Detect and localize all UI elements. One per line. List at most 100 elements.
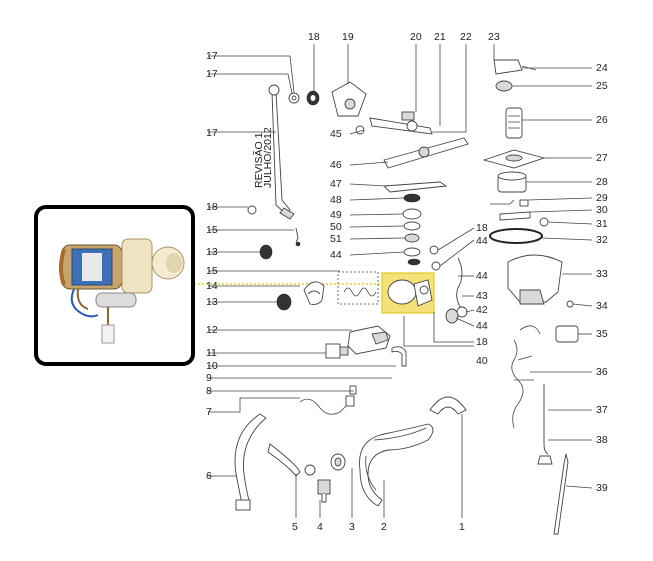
hose-clamp-part	[288, 92, 300, 104]
small-hose-part	[391, 346, 407, 367]
callout-44c: 44	[330, 249, 342, 261]
callout-24t: 21	[434, 31, 446, 43]
callout-8l: 8	[206, 385, 212, 397]
callout-2b: 2	[381, 521, 387, 533]
inlet-fitting-part	[493, 59, 537, 92]
callout-10l: 10	[206, 360, 218, 372]
callout-11l: 11	[206, 347, 217, 359]
revision-line-2: JULHO/2012	[262, 127, 274, 188]
long-rod-part	[553, 453, 569, 535]
cap-part	[330, 453, 346, 471]
callout-21t: 18	[308, 31, 320, 43]
small-fittings-part	[490, 199, 549, 227]
callout-32r: 29	[596, 192, 608, 204]
callout-28r: 25	[596, 80, 608, 92]
upper-arm-holder-part	[331, 81, 367, 117]
upper-spray-arm-part	[369, 111, 433, 135]
callout-40r: 37	[596, 404, 608, 416]
hose-bracket-part	[429, 396, 467, 415]
callout-12l: 12	[206, 324, 218, 336]
callout-13-lower: 13	[206, 296, 218, 308]
pin-part	[295, 227, 301, 247]
callout-52c: 48	[330, 194, 342, 206]
float-part	[537, 455, 553, 465]
small-clip-part	[431, 261, 441, 271]
callout-5b: 5	[292, 521, 298, 533]
wire-harness-small	[299, 385, 357, 415]
callout-53c: 49	[330, 209, 342, 221]
pump-motor-illustration	[59, 238, 185, 344]
callout-numbers: 17 17 17 17 18 17 17 17	[206, 50, 218, 139]
clip-part-center	[429, 245, 439, 255]
nut-part-upper	[259, 244, 273, 260]
sump-housing-part	[507, 254, 563, 305]
pump-motor-photo-inset	[34, 205, 195, 366]
callout-20: 17	[206, 50, 218, 62]
callout-1b: 1	[459, 521, 465, 533]
spring-dashed-box	[337, 271, 379, 305]
drain-rod-part	[543, 384, 549, 455]
callout-14l: 14	[206, 280, 218, 292]
callout-6l: 6	[206, 470, 212, 482]
inlet-valve-part	[317, 479, 331, 503]
callout-26t: 23	[488, 31, 500, 43]
drain-pump-body	[347, 325, 391, 355]
callout-4b: 4	[317, 521, 323, 533]
callout-22t: 19	[342, 31, 354, 43]
seal-pair-part	[445, 306, 468, 324]
callout-43c: 40	[476, 355, 488, 367]
callout-27r: 24	[596, 62, 608, 74]
callout-50c: 46	[330, 159, 342, 171]
gasket-ring-part	[489, 228, 543, 244]
callout-44c2: 44	[476, 320, 488, 332]
filter-part	[505, 107, 523, 139]
callout-46c: 43	[476, 290, 488, 302]
callout-39r: 36	[596, 366, 608, 378]
leader-lines	[208, 44, 593, 518]
circulation-pump-part	[387, 279, 433, 307]
callout-49c: 45	[330, 128, 342, 140]
valve-part	[325, 343, 349, 359]
screw-part	[566, 300, 574, 308]
drain-hose-part	[234, 413, 301, 511]
stacked-rings-part	[402, 193, 422, 266]
callout-25t: 22	[460, 31, 472, 43]
corrugated-hose-part	[359, 423, 434, 507]
callout-17c: 18	[476, 222, 488, 234]
spray-arm-feed-pipe	[268, 84, 295, 220]
clip-part	[247, 205, 257, 215]
callout-3b: 3	[349, 521, 355, 533]
connector-block-part	[555, 325, 579, 343]
callout-34r: 31	[596, 218, 608, 230]
seal-ring-part	[306, 90, 320, 106]
callout-17c2: 18	[476, 336, 488, 348]
callout-7l: 7	[206, 406, 212, 418]
callout-18: 17	[206, 127, 218, 139]
callout-47c: 44	[476, 270, 488, 282]
callout-15l: 15	[206, 265, 218, 277]
middle-spray-arm-part	[382, 181, 448, 193]
revision-line-1: REVISÃO 1	[252, 132, 265, 188]
spring-part	[343, 287, 377, 297]
callout-23t: 20	[410, 31, 422, 43]
callout-30r: 27	[596, 152, 608, 164]
callout-38r: 35	[596, 328, 608, 340]
filter-plate-part	[482, 149, 546, 169]
main-wire-harness-part	[511, 325, 541, 429]
callout-29r: 26	[596, 114, 608, 126]
callout-13-upper: 13	[206, 246, 218, 258]
callout-19: 17	[206, 68, 218, 80]
callouts: 17 18 15 13 15 14 13 12 11 10 9 8 7 6 5 …	[206, 31, 608, 533]
callout-36r: 33	[596, 268, 608, 280]
callout-54c: 50	[330, 221, 342, 233]
callout-35r: 32	[596, 234, 608, 246]
callout-48c: 44	[476, 235, 488, 247]
callout-41r: 38	[596, 434, 608, 446]
filter-cup-part	[497, 171, 527, 193]
callout-9l: 9	[206, 372, 212, 384]
small-ring-part	[304, 464, 316, 476]
nut-part-lower	[276, 293, 292, 311]
callout-16l: 15	[206, 224, 218, 236]
callout-33r: 30	[596, 204, 608, 216]
